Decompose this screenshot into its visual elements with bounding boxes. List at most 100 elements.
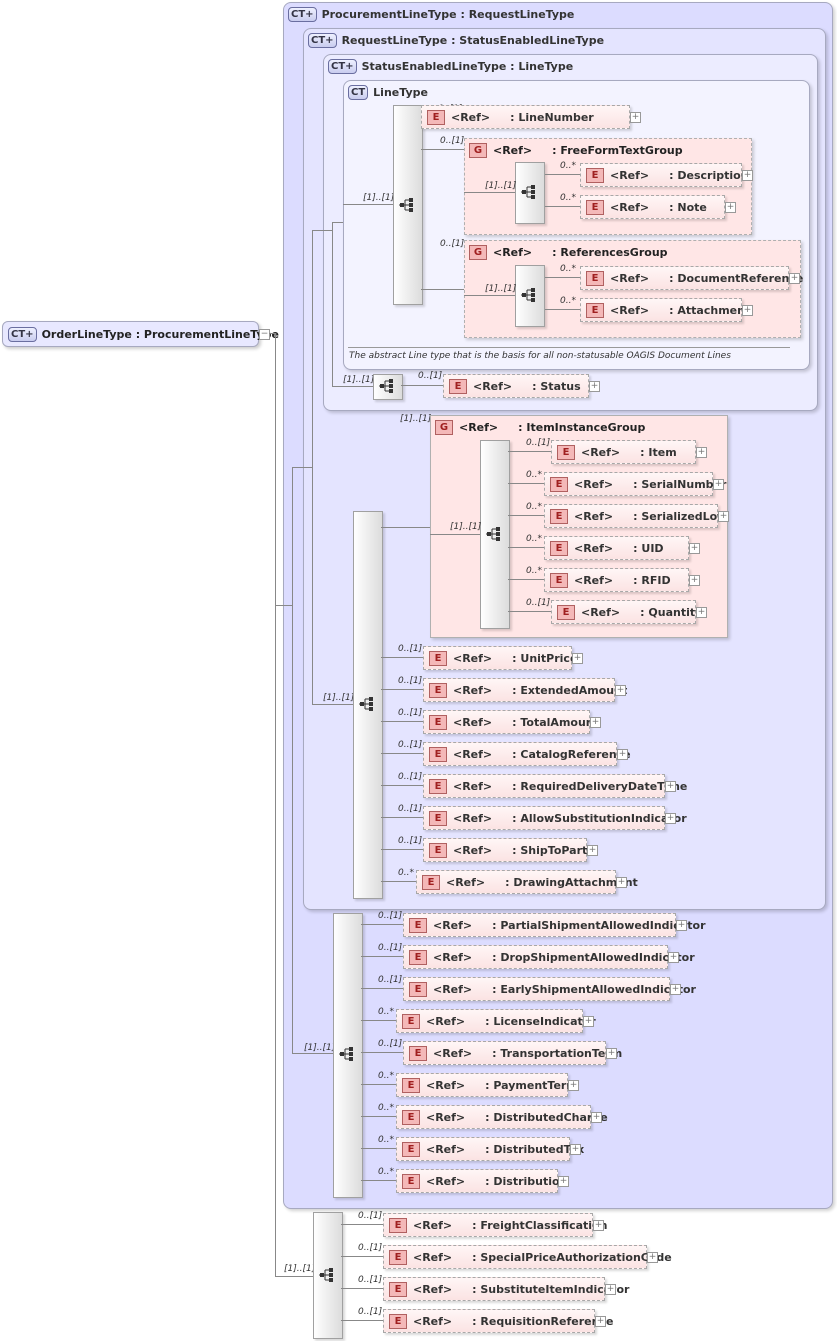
element-distribution[interactable]: E<Ref>: Distribution — [396, 1169, 567, 1193]
expand-icon[interactable]: + — [630, 112, 641, 123]
element-total-amount[interactable]: E<Ref>: TotalAmount — [423, 710, 599, 734]
element-distributed-tax[interactable]: E<Ref>: DistributedTax — [396, 1137, 584, 1161]
sequence-compositor-freeform[interactable] — [515, 162, 545, 224]
sequence-icon — [399, 198, 413, 212]
group-connector — [381, 527, 430, 528]
element-name: : RequisitionReference — [472, 1314, 614, 1328]
expand-icon[interactable]: + — [593, 1220, 604, 1231]
expand-icon[interactable]: + — [605, 1284, 616, 1295]
expand-icon[interactable]: + — [696, 607, 707, 618]
expand-icon[interactable]: + — [789, 273, 800, 284]
sequence-icon — [521, 185, 535, 199]
element-transportation-term[interactable]: E<Ref>: TransportationTerm — [403, 1041, 622, 1065]
expand-icon[interactable]: + — [616, 877, 627, 888]
element-name: : UID — [633, 541, 664, 555]
expand-icon[interactable]: + — [713, 479, 724, 490]
expand-icon[interactable]: + — [647, 1252, 658, 1263]
element-cardinality: 0..[1] — [398, 644, 423, 654]
element-uid[interactable]: E<Ref>: UID — [544, 536, 689, 560]
expand-icon[interactable]: + — [570, 1144, 581, 1155]
sequence-icon — [319, 1268, 333, 1282]
expand-icon[interactable]: + — [665, 813, 676, 824]
element-serial-number[interactable]: E<Ref>: SerialNumber — [544, 472, 726, 496]
element-line-number[interactable]: E<Ref>: LineNumber — [421, 105, 630, 129]
group-name: : FreeFormTextGroup — [552, 144, 683, 157]
expand-icon[interactable]: + — [590, 717, 601, 728]
expand-icon[interactable]: + — [725, 202, 736, 213]
element-note[interactable]: E<Ref>: Note — [580, 195, 725, 219]
expand-icon[interactable]: + — [718, 511, 729, 522]
element-license-indicator[interactable]: E<Ref>: LicenseIndicator — [396, 1009, 596, 1033]
element-description[interactable]: E<Ref>: Description — [580, 163, 749, 187]
expand-icon[interactable]: + — [587, 845, 598, 856]
element-status[interactable]: E<Ref>: Status — [443, 374, 589, 398]
expand-icon[interactable]: + — [606, 1048, 617, 1059]
expand-icon[interactable]: + — [568, 1080, 579, 1091]
element-serialized-lot[interactable]: E<Ref>: SerializedLot — [544, 504, 723, 528]
element-item[interactable]: E<Ref>: Item — [551, 440, 696, 464]
expand-icon[interactable]: + — [689, 543, 700, 554]
element-name: : Item — [640, 445, 677, 459]
element-substitute-item[interactable]: E<Ref>: SubstituteItemIndicator — [383, 1277, 629, 1301]
element-special-price[interactable]: E<Ref>: SpecialPriceAuthorizationCode — [383, 1245, 672, 1269]
expand-icon[interactable]: + — [558, 1176, 569, 1187]
element-quantity[interactable]: E<Ref>: Quantity — [551, 600, 702, 624]
expand-icon[interactable]: + — [668, 952, 679, 963]
element-icon: E — [429, 810, 447, 826]
sequence-compositor-procurement[interactable] — [333, 913, 363, 1198]
element-allow-substitution[interactable]: E<Ref>: AllowSubstitutionIndicator — [423, 806, 687, 830]
expand-icon[interactable]: + — [696, 447, 707, 458]
expand-icon[interactable]: + — [670, 984, 681, 995]
expand-icon[interactable]: + — [589, 381, 600, 392]
element-name: : DocumentReference — [669, 271, 804, 285]
element-attachment[interactable]: E<Ref>: Attachment — [580, 298, 750, 322]
expand-icon[interactable]: + — [583, 1016, 594, 1027]
element-catalog-reference[interactable]: E<Ref>: CatalogReference — [423, 742, 631, 766]
element-icon: E — [550, 508, 568, 524]
element-connector — [508, 483, 544, 484]
element-freight-classification[interactable]: E<Ref>: FreightClassification — [383, 1213, 607, 1237]
element-payment-term[interactable]: E<Ref>: PaymentTerm — [396, 1073, 578, 1097]
group-connector — [421, 149, 464, 150]
ct-request-header: CT+ RequestLineType : StatusEnabledLineT… — [308, 33, 604, 48]
element-ref: <Ref> — [426, 1014, 466, 1028]
element-document-reference[interactable]: E<Ref>: DocumentReference — [580, 266, 803, 290]
element-ship-to-party[interactable]: E<Ref>: ShipToParty — [423, 838, 594, 862]
expand-icon[interactable]: + — [665, 781, 676, 792]
element-required-delivery[interactable]: E<Ref>: RequiredDeliveryDateTime — [423, 774, 687, 798]
element-requisition-reference[interactable]: E<Ref>: RequisitionReference — [383, 1309, 613, 1333]
element-drop-shipment[interactable]: E<Ref>: DropShipmentAllowedIndicator — [403, 945, 695, 969]
element-drawing-attachment[interactable]: E<Ref>: DrawingAttachment — [416, 870, 638, 894]
element-early-shipment[interactable]: E<Ref>: EarlyShipmentAllowedIndicator — [403, 977, 696, 1001]
element-rfid[interactable]: E<Ref>: RFID — [544, 568, 689, 592]
element-name: : SpecialPriceAuthorizationCode — [472, 1250, 672, 1264]
expand-icon[interactable]: + — [572, 653, 583, 664]
element-partial-shipment[interactable]: E<Ref>: PartialShipmentAllowedIndicator — [403, 913, 706, 937]
expand-icon[interactable]: + — [676, 920, 687, 931]
sequence-compositor-status[interactable] — [373, 374, 403, 400]
group-seq-connector — [464, 295, 515, 296]
element-icon: E — [429, 682, 447, 698]
sequence-compositor-request[interactable] — [353, 511, 383, 899]
element-icon: E — [586, 270, 604, 286]
element-icon: E — [409, 949, 427, 965]
ct-icon: CT+ — [8, 326, 37, 342]
expand-icon[interactable]: + — [742, 170, 753, 181]
expand-icon[interactable]: + — [615, 685, 626, 696]
sequence-icon — [359, 697, 373, 711]
ct-procurement-header: CT+ ProcurementLineType : RequestLineTyp… — [288, 7, 574, 22]
group-icon: G — [469, 143, 487, 158]
expand-icon[interactable]: + — [595, 1316, 606, 1327]
group-name: : ItemInstanceGroup — [518, 421, 646, 434]
sequence-compositor-references[interactable] — [515, 265, 545, 327]
collapse-toggle-icon[interactable]: − — [259, 329, 270, 340]
expand-icon[interactable]: + — [617, 749, 628, 760]
element-unit-price[interactable]: E<Ref>: UnitPrice — [423, 646, 577, 670]
element-connector — [341, 1320, 383, 1321]
root-type-box[interactable]: CT+ OrderLineType : ProcurementLineType — [2, 321, 279, 347]
element-distributed-charge[interactable]: E<Ref>: DistributedCharge — [396, 1105, 608, 1129]
expand-icon[interactable]: + — [591, 1112, 602, 1123]
element-extended-amount[interactable]: E<Ref>: ExtendedAmount — [423, 678, 627, 702]
expand-icon[interactable]: + — [742, 305, 753, 316]
expand-icon[interactable]: + — [689, 575, 700, 586]
